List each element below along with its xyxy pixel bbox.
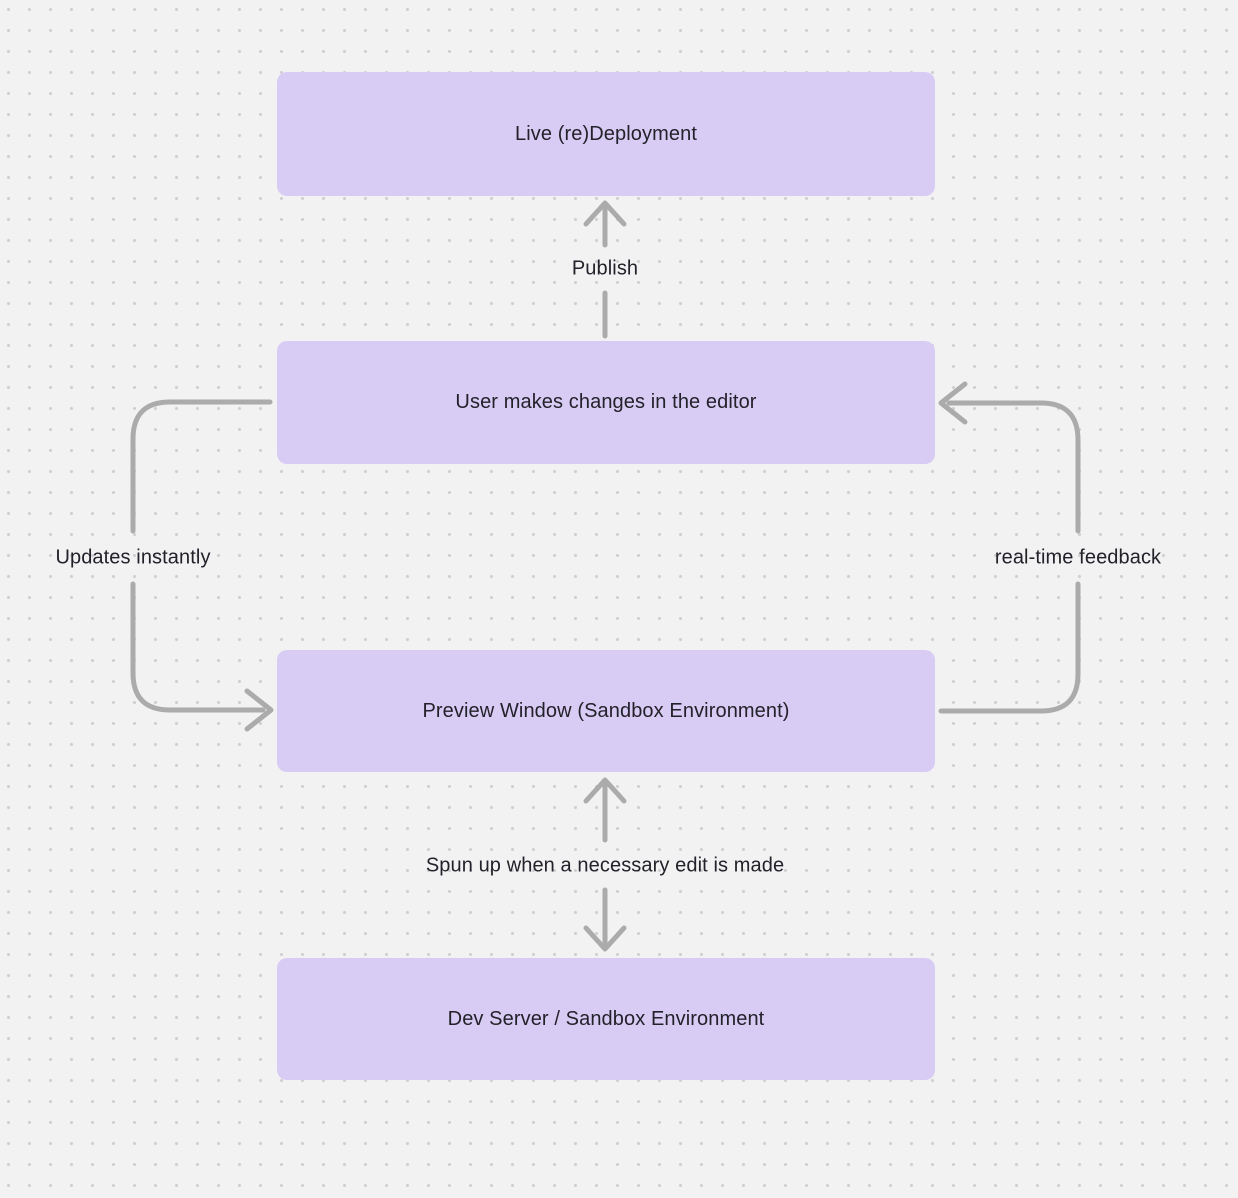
node-live-redeployment-label: Live (re)Deployment [515, 122, 697, 145]
edge-label-spun-up: Spun up when a necessary edit is made [425, 854, 785, 877]
node-preview-window-label: Preview Window (Sandbox Environment) [422, 699, 790, 722]
node-dev-server[interactable]: Dev Server / Sandbox Environment [277, 958, 935, 1080]
edge-label-publish: Publish [571, 257, 639, 280]
edge-label-real-time-feedback: real-time feedback [994, 546, 1162, 569]
node-dev-server-label: Dev Server / Sandbox Environment [447, 1007, 765, 1030]
edge-label-updates-instantly: Updates instantly [55, 546, 211, 569]
node-live-redeployment[interactable]: Live (re)Deployment [277, 72, 935, 196]
node-user-editor-label: User makes changes in the editor [455, 391, 757, 413]
node-user-editor[interactable]: User makes changes in the editor [277, 341, 935, 464]
node-preview-window[interactable]: Preview Window (Sandbox Environment) [277, 650, 935, 772]
